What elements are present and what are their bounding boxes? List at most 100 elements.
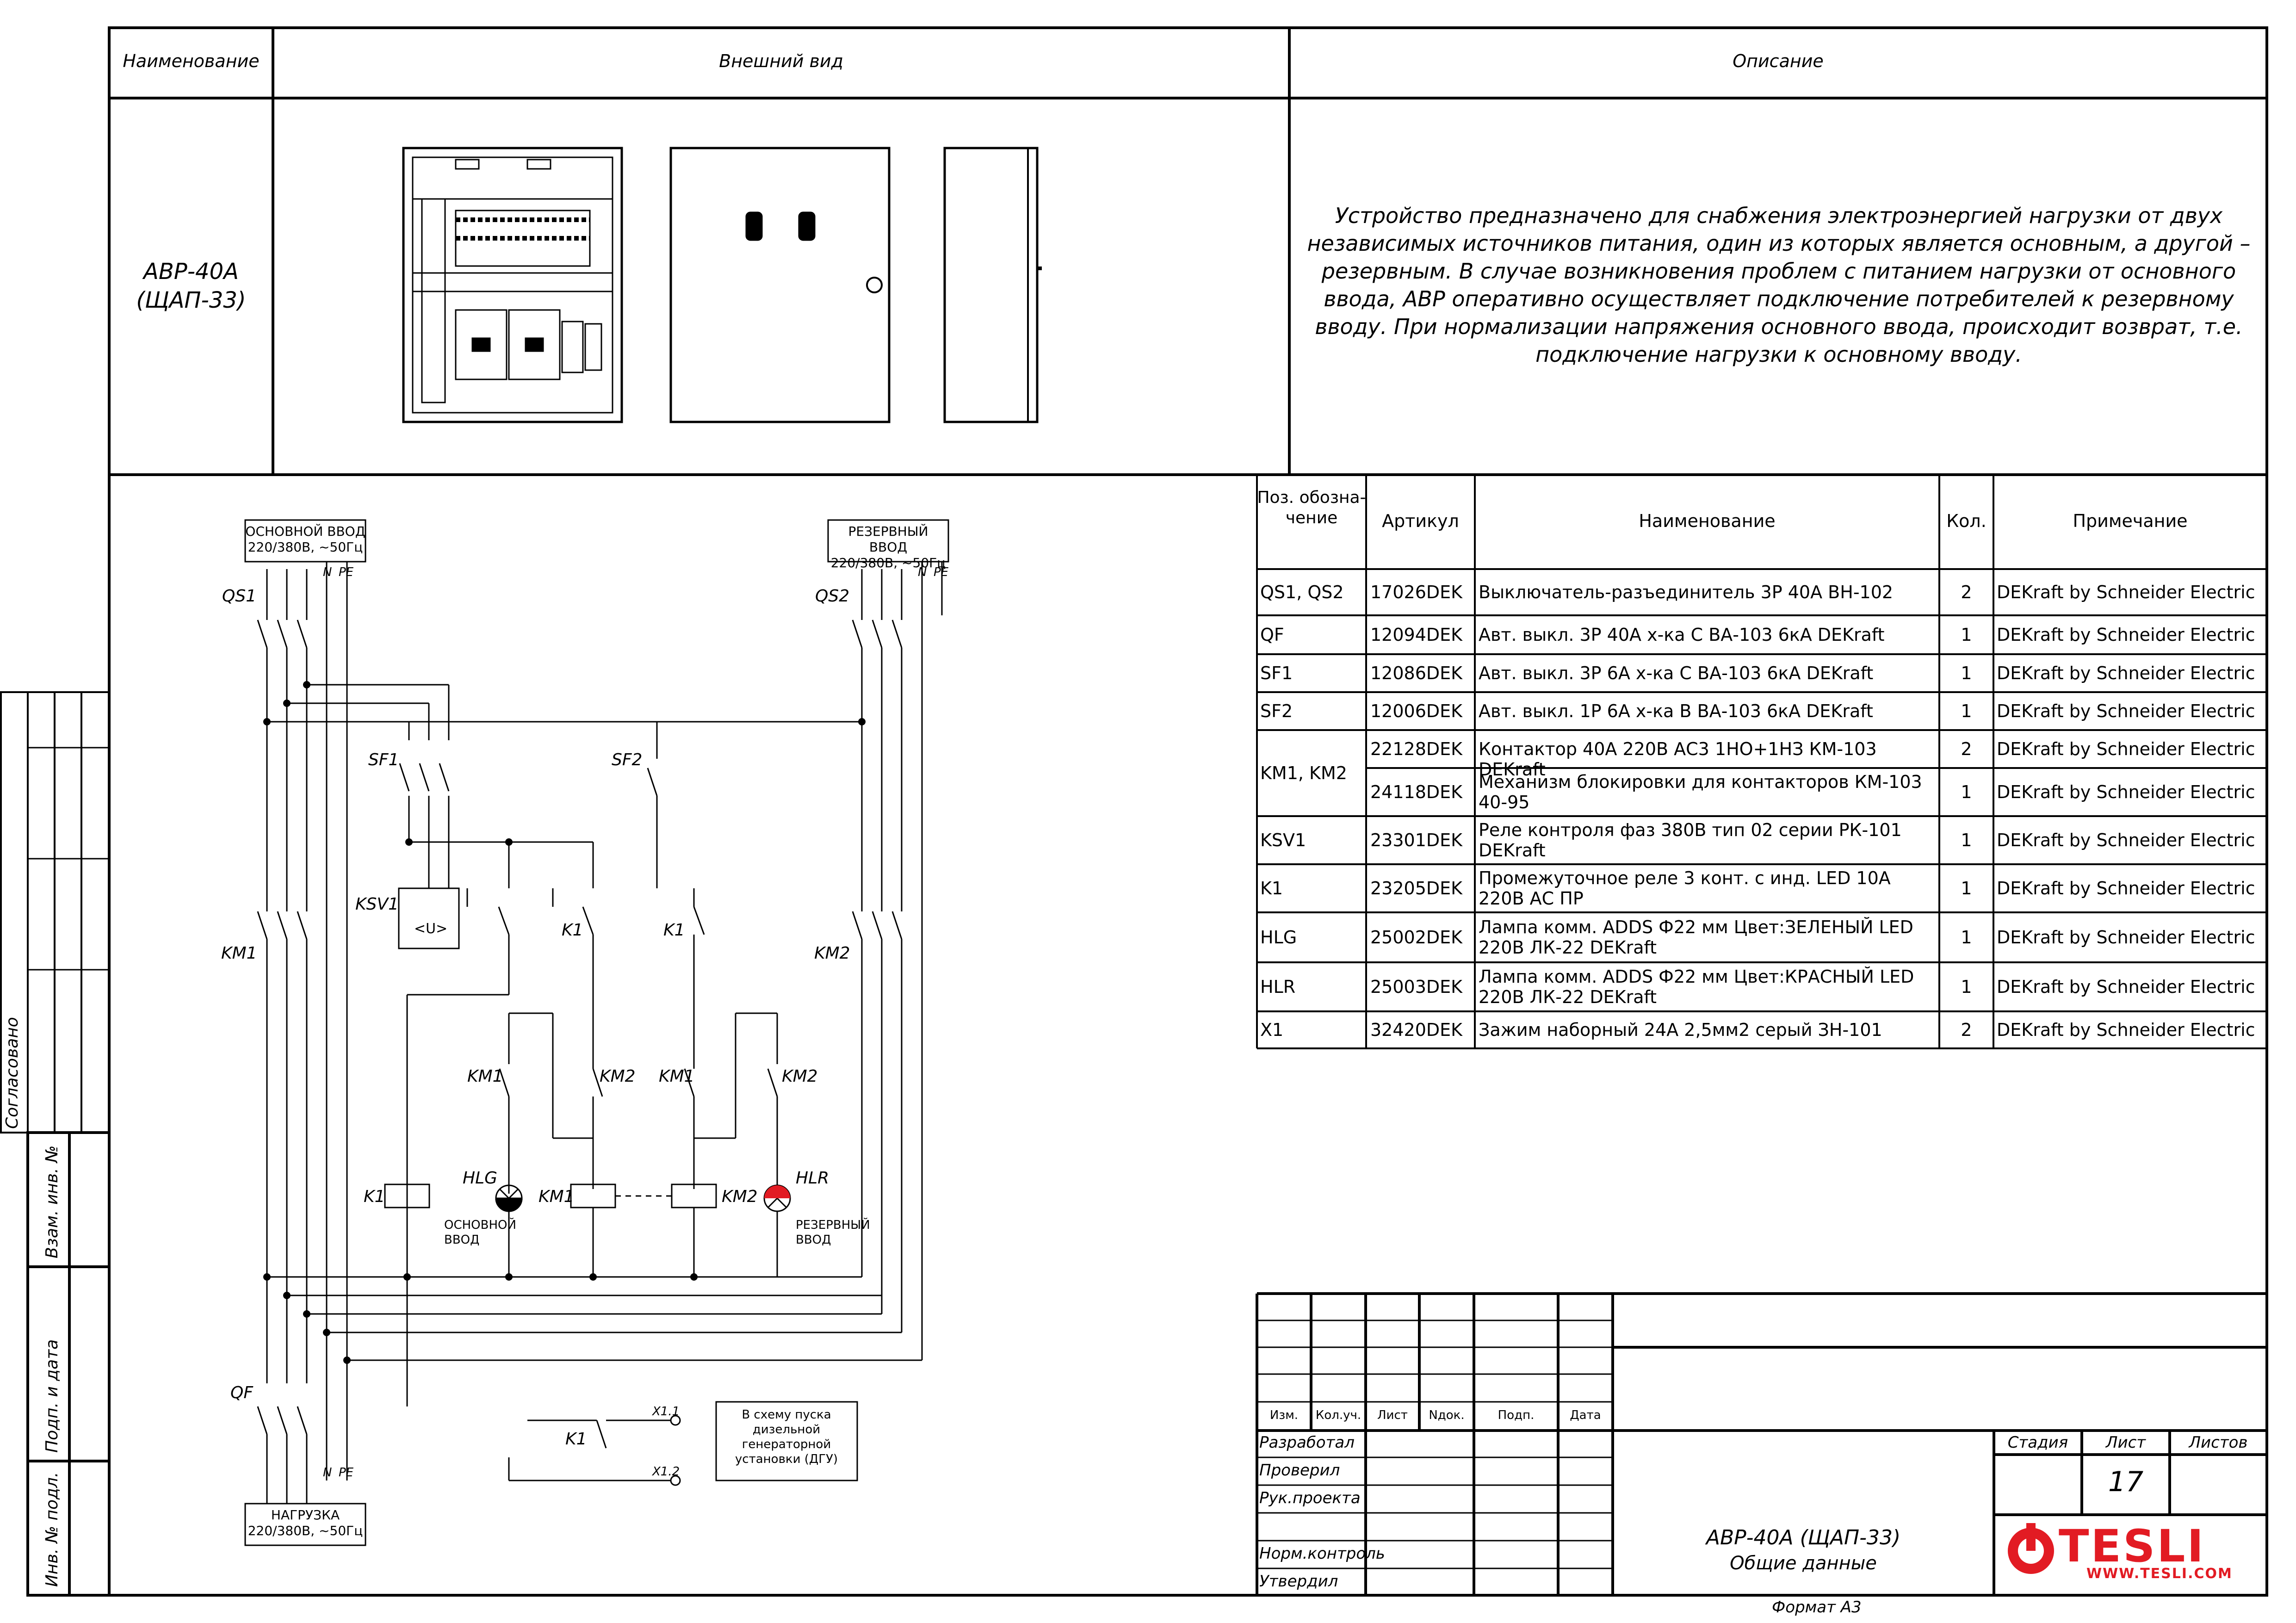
- header-description: Описание: [1733, 51, 1824, 71]
- spec-cell-name: Механизм блокировки для контакторов КМ-1…: [1479, 772, 1922, 812]
- label-k1-b: K1: [663, 921, 685, 940]
- tb-role: Норм.контроль: [1259, 1544, 1385, 1563]
- label-k1-coil: K1: [364, 1187, 385, 1206]
- spec-cell-note: DEKraft by Schneider Electric: [1997, 625, 2255, 645]
- spec-cell-art: 12094DEK: [1370, 625, 1463, 645]
- spec-cell-qty: 1: [1961, 625, 1972, 645]
- spec-cell-name: Зажим наборный 24А 2,5мм2 серый ЗН-101: [1479, 1020, 1882, 1040]
- spec-cell-qty: 1: [1961, 927, 1972, 948]
- tb-role: Разработал: [1259, 1433, 1355, 1452]
- spec-cell-art: 25002DEK: [1370, 927, 1463, 948]
- tb-col-header: Подп.: [1498, 1408, 1535, 1422]
- tb-role: Рук.проекта: [1259, 1489, 1361, 1507]
- spec-cell-qty: 1: [1961, 663, 1972, 683]
- label-pe-reserve: PE: [934, 565, 949, 579]
- spec-header-pos: Поз. обозна- чение: [1257, 488, 1366, 527]
- tb-col-header: Дата: [1570, 1408, 1601, 1422]
- device-description: Устройство предназначено для снабжения э…: [1307, 203, 2251, 367]
- spec-header-art: Артикул: [1382, 511, 1459, 531]
- label-km2-coil: KM2: [722, 1187, 758, 1206]
- spec-cell-art: 25003DEK: [1370, 977, 1463, 997]
- spec-cell-note: DEKraft by Schneider Electric: [1997, 977, 2255, 997]
- spec-cell-pos: X1: [1260, 1020, 1284, 1040]
- label-pe-main: PE: [339, 565, 354, 579]
- tb-doc-subtitle: Общие данные: [1730, 1553, 1877, 1574]
- label-sf2: SF2: [612, 750, 643, 769]
- label-n-reserve: N: [918, 565, 927, 579]
- tb-role: Утвердил: [1259, 1572, 1338, 1591]
- spec-cell-note: DEKraft by Schneider Electric: [1997, 1020, 2255, 1040]
- sidebar-agreed: Согласовано: [3, 1017, 22, 1129]
- spec-cell-qty: 2: [1961, 582, 1972, 602]
- spec-cell-note: DEKraft by Schneider Electric: [1997, 782, 2255, 802]
- spec-cell-name: Авт. выкл. 3Р 40А х-ка С ВА-103 6кА DEKr…: [1479, 625, 1885, 645]
- spec-cell-art: 32420DEK: [1370, 1020, 1463, 1040]
- spec-cell-qty: 2: [1961, 739, 1972, 759]
- label-km1-coil: KM1: [538, 1187, 575, 1206]
- label-pe-load: PE: [339, 1466, 354, 1480]
- spec-cell-art: 23301DEK: [1370, 830, 1463, 850]
- label-x12: X1.2: [652, 1465, 680, 1479]
- spec-cell-name: Авт. выкл. 3Р 6А х-ка С ВА-103 6кА DEKra…: [1479, 663, 1874, 683]
- spec-cell-qty: 1: [1961, 782, 1972, 802]
- tb-sheets-header: Листов: [2189, 1433, 2248, 1452]
- spec-cell-art: 23205DEK: [1370, 878, 1463, 898]
- load-voltage: 220/380В, ~50Гц: [248, 1523, 363, 1538]
- spec-cell-pos: QS1, QS2: [1260, 582, 1344, 602]
- label-km2-aux-b: KM2: [782, 1067, 818, 1086]
- lamp-reserve-label: РЕЗЕРВНЫЙ ВВОД: [796, 1218, 870, 1247]
- label-n-main: N: [323, 565, 332, 579]
- sidebar-sign-date: Подп. и дата: [43, 1339, 62, 1453]
- tb-stage-header: Стадия: [2007, 1433, 2068, 1452]
- spec-cell-note: DEKraft by Schneider Electric: [1997, 878, 2255, 898]
- spec-cell-art: 12086DEK: [1370, 663, 1463, 683]
- tb-col-header: Кол.уч.: [1315, 1408, 1362, 1422]
- tb-col-header: Изм.: [1269, 1408, 1299, 1422]
- spec-cell-name: Контактор 40А 220В АС3 1НО+1НЗ КМ-103 DE…: [1479, 739, 1877, 780]
- spec-cell-art: 22128DEK: [1370, 739, 1463, 759]
- spec-cell-note: DEKraft by Schneider Electric: [1997, 927, 2255, 948]
- spec-cell-pos: SF2: [1260, 701, 1293, 721]
- load-label: НАГРУЗКА: [271, 1507, 340, 1523]
- label-qs1: QS1: [222, 587, 257, 606]
- label-km1-power: KM1: [221, 944, 257, 963]
- label-km1-aux-b: KM1: [659, 1067, 695, 1086]
- lamp-main-label: ОСНОВНОЙ ВВОД: [444, 1218, 516, 1247]
- spec-cell-qty: 1: [1961, 701, 1972, 721]
- ksv1-u: <U>: [414, 921, 448, 937]
- spec-cell-pos: HLG: [1260, 927, 1297, 948]
- spec-cell-name: Промежуточное реле 3 конт. с инд. LED 10…: [1479, 868, 1891, 909]
- spec-cell-qty: 2: [1961, 1020, 1972, 1040]
- label-km2-power: KM2: [814, 944, 850, 963]
- spec-cell-name: Лампа комм. ADDS Ф22 мм Цвет:КРАСНЫЙ LED…: [1479, 966, 1914, 1007]
- label-k1-a: K1: [562, 921, 583, 940]
- spec-cell-note: DEKraft by Schneider Electric: [1997, 739, 2255, 759]
- label-sf1: SF1: [368, 750, 399, 769]
- tb-sheet-number: 17: [2108, 1466, 2144, 1498]
- header-appearance: Внешний вид: [719, 51, 843, 71]
- label-n-load: N: [323, 1466, 332, 1480]
- label-km1-aux-a: KM1: [467, 1067, 503, 1086]
- spec-cell-pos: HLR: [1260, 977, 1296, 997]
- spec-cell-art: 24118DEK: [1370, 782, 1463, 802]
- spec-header-note: Примечание: [2073, 511, 2188, 531]
- device-name-block: АВР-40А (ЩАП-33): [109, 257, 273, 315]
- device-name: АВР-40А: [143, 259, 239, 285]
- spec-cell-note: DEKraft by Schneider Electric: [1997, 701, 2255, 721]
- tb-role: Проверил: [1259, 1461, 1340, 1480]
- reserve-input-box: РЕЗЕРВНЫЙ ВВОД 220/380В, ~50Гц: [828, 524, 948, 571]
- load-box: НАГРУЗКА 220/380В, ~50Гц: [245, 1507, 365, 1539]
- device-code: (ЩАП-33): [136, 287, 246, 313]
- tb-col-header: Nдок.: [1429, 1408, 1465, 1422]
- main-input-voltage: 220/380В, ~50Гц: [248, 539, 363, 555]
- spec-cell-name: Выключатель-разъединитель 3Р 40А ВН-102: [1479, 582, 1894, 602]
- spec-cell-qty: 1: [1961, 830, 1972, 850]
- spec-cell-note: DEKraft by Schneider Electric: [1997, 830, 2255, 850]
- tesli-logo: TESLI: [2059, 1520, 2206, 1572]
- spec-cell-note: DEKraft by Schneider Electric: [1997, 582, 2255, 602]
- label-k1-aux: K1: [565, 1430, 587, 1449]
- tb-doc-title: АВР-40А (ЩАП-33): [1706, 1526, 1901, 1549]
- tesli-url: WWW.TESLI.COM: [2086, 1566, 2233, 1582]
- main-input-box: ОСНОВНОЙ ВВОД 220/380В, ~50Гц: [245, 524, 365, 555]
